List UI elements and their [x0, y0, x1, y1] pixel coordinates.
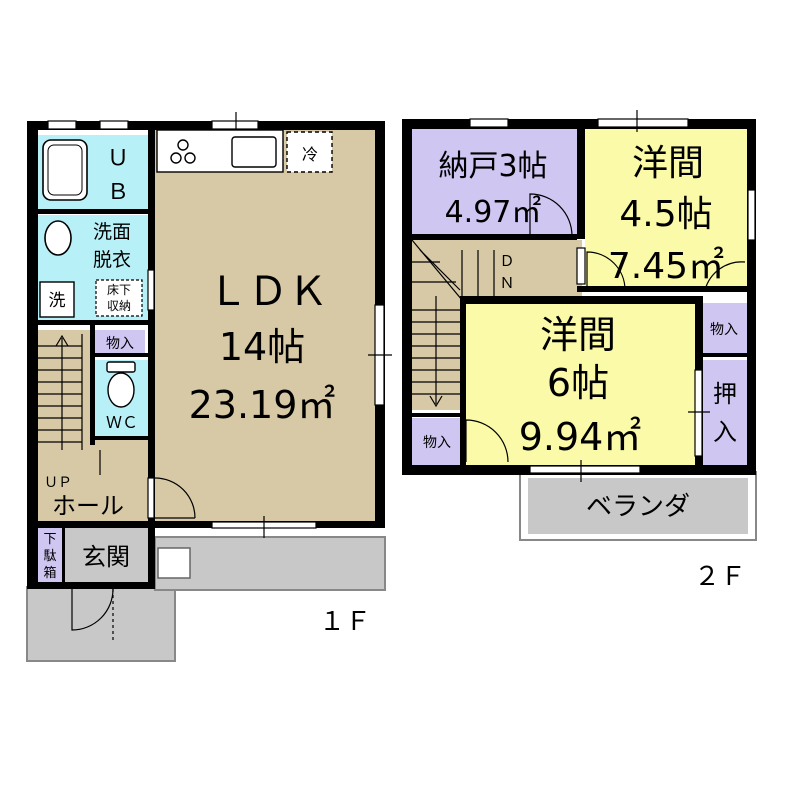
veranda-floor: [528, 478, 748, 534]
outdoor-unit: [157, 547, 191, 579]
closet-label-2: 入: [713, 418, 737, 446]
washer-label: 洗: [49, 291, 66, 311]
shoebox: [38, 528, 62, 584]
ub-b-label: Ｂ: [107, 180, 129, 205]
ldk-name: ＬＤＫ: [208, 269, 328, 315]
doors-1f: [71, 450, 196, 640]
shoebox-label-1: 下: [43, 532, 56, 547]
ldk-size: 14帖: [219, 325, 305, 369]
dn-d-label: Ｄ: [499, 252, 514, 270]
porch-slab: [26, 586, 176, 662]
storage-left-2f: [412, 418, 462, 465]
floor2-caption: ２Ｆ: [694, 562, 746, 592]
entrance-label: 玄関: [82, 543, 130, 571]
fridge-label: 冷: [302, 145, 318, 164]
underfloor-storage: [95, 279, 143, 317]
storage-1f-label: 物入: [106, 336, 134, 352]
bathtub: [42, 139, 88, 201]
nando-area: 4.97㎡: [445, 195, 542, 230]
underfloor-label-1: 床下: [107, 283, 131, 297]
ldk-room: [152, 128, 378, 524]
entrance-room: [65, 528, 150, 584]
western2-name: 洋間: [540, 313, 616, 357]
hall-room: [38, 440, 150, 522]
storage-1f: [95, 330, 145, 355]
storage-right-2f: [702, 303, 747, 353]
terrace-slab: [154, 536, 386, 591]
storage-right-label: 物入: [710, 322, 738, 338]
western1-name: 洋間: [632, 143, 704, 184]
stairs-2f: [411, 239, 495, 408]
fridge-space: [286, 131, 333, 173]
underfloor-label-2: 収納: [107, 299, 131, 313]
windows-2f: [469, 118, 756, 474]
western2-size: 6帖: [547, 361, 609, 405]
ldk-area: 23.19㎡: [189, 383, 336, 427]
washer-space: [39, 281, 75, 318]
floor-1: ＬＤＫ 14帖 23.19㎡ Ｕ Ｂ 洗面 脱衣 洗 床下 収納 物入 ＷＣ Ｕ…: [26, 112, 392, 662]
washroom-label-2: 脱衣: [93, 249, 131, 271]
wash-basin: [44, 220, 72, 256]
stair-area-1f: [38, 330, 94, 440]
shoebox-label-3: 箱: [43, 565, 56, 581]
ub-u-label: Ｕ: [107, 146, 129, 171]
western1-size: 4.5帖: [619, 194, 712, 235]
western-room-1: [585, 128, 747, 290]
storage-left-label: 物入: [423, 435, 451, 451]
floor-2: 納戸3帖 4.97㎡ 洋間 4.5帖 7.45㎡ 洋間 6帖 9.94㎡ Ｄ Ｎ…: [402, 110, 757, 592]
dn-n-label: Ｎ: [499, 274, 514, 292]
western-room-2: [465, 303, 695, 465]
stair-area-2f: [412, 240, 462, 410]
western1-area: 7.45㎡: [608, 245, 724, 287]
western2-area: 9.94㎡: [519, 415, 642, 459]
up-label: ＵＰ: [44, 475, 72, 491]
washroom-label-1: 洗面: [93, 221, 131, 243]
shoebox-label-2: 駄: [43, 549, 56, 564]
doors-2f: [465, 193, 746, 463]
stairs-1f: [38, 334, 83, 450]
hall-label: ホール: [52, 492, 124, 520]
nando-name: 納戸3帖: [438, 149, 547, 184]
veranda-label: ベランダ: [586, 492, 690, 522]
toilet: [106, 361, 136, 408]
floor1-caption: １Ｆ: [319, 607, 371, 637]
kitchen-counter: [156, 129, 284, 173]
nando-room: [412, 128, 582, 236]
closet-label-1: 押: [713, 380, 737, 408]
wc-label: ＷＣ: [106, 413, 138, 432]
